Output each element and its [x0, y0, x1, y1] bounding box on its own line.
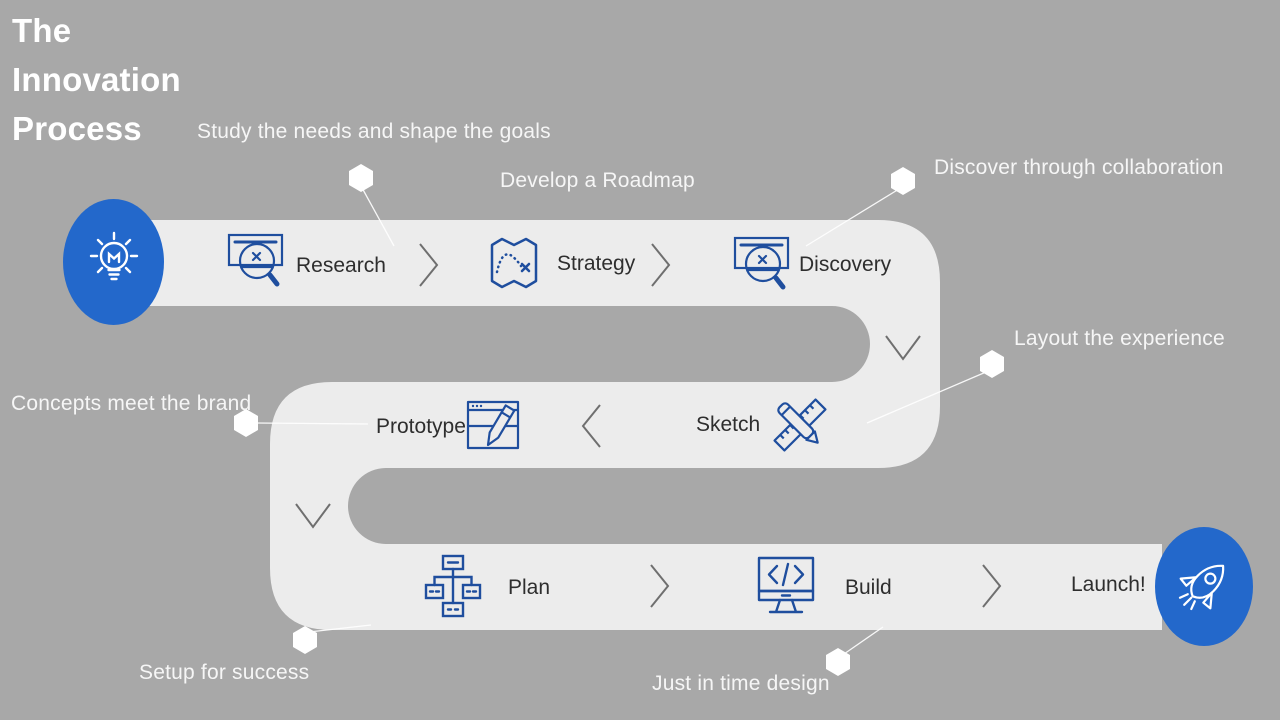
- hexagon-marker-study: [349, 164, 373, 192]
- annotation-setup: Setup for success: [139, 661, 310, 684]
- end-bubble: [1155, 527, 1253, 646]
- stage-label-sketch: Sketch: [696, 413, 761, 436]
- snake-ribbon-path: [112, 220, 1162, 630]
- rocket-icon: [1178, 564, 1225, 610]
- stage-label-research: Research: [296, 254, 386, 277]
- slide-title-line: The: [12, 12, 72, 49]
- leader-lines: [255, 185, 987, 655]
- stage-label-plan: Plan: [508, 576, 551, 599]
- chevron-down-icon: [295, 503, 331, 529]
- browser-pencil-icon: [466, 400, 520, 450]
- chevron-right-icon: [419, 243, 439, 287]
- annotation-roadmap: Develop a Roadmap: [500, 169, 695, 192]
- org-chart-icon: [424, 554, 482, 618]
- pencil-ruler-icon: [773, 398, 827, 452]
- chevron-left-icon: [581, 404, 601, 448]
- annotation-layout: Layout the experience: [1014, 327, 1225, 350]
- annotation-collaboration: Discover through collaboration: [934, 156, 1224, 179]
- hexagon-marker-concepts: [234, 409, 258, 437]
- slide-title-line: Process: [12, 110, 142, 147]
- stage-label-discovery: Discovery: [799, 253, 892, 276]
- annotation-justintime: Just in time design: [652, 672, 830, 695]
- leader-line-setup: [308, 624, 372, 633]
- document-search-icon: [227, 233, 284, 287]
- hexagon-markers: [234, 164, 1004, 676]
- stage-label-build: Build: [845, 576, 892, 599]
- annotation-concepts: Concepts meet the brand: [11, 392, 252, 415]
- leader-line-study: [360, 185, 395, 247]
- leader-line-discover: [805, 188, 900, 247]
- document-search-icon: [733, 236, 790, 290]
- leader-line-layout: [866, 371, 987, 424]
- slide-title-line: Innovation: [12, 61, 181, 98]
- monitor-code-icon: [757, 556, 815, 614]
- chevron-right-icon: [982, 564, 1002, 608]
- leader-line-justintime: [843, 626, 884, 655]
- start-bubble: [63, 199, 164, 325]
- treasure-map-icon: [490, 237, 538, 289]
- stage-label-prototype: Prototype: [376, 415, 466, 438]
- chevron-right-icon: [650, 564, 670, 608]
- chevron-right-icon: [651, 243, 671, 287]
- leader-line-concepts: [255, 422, 369, 425]
- hexagon-marker-layout: [980, 350, 1004, 378]
- slide-title: The Innovation Process: [12, 6, 181, 153]
- chevron-down-icon: [885, 335, 921, 361]
- hexagon-marker-justintime: [826, 648, 850, 676]
- annotation-study-needs: Study the needs and shape the goals: [197, 120, 551, 143]
- stage-label-launch: Launch!: [1071, 573, 1146, 596]
- hexagon-marker-setup: [293, 626, 317, 654]
- hexagon-marker-discover: [891, 167, 915, 195]
- flow-chevrons: [295, 243, 1002, 608]
- stage-label-strategy: Strategy: [557, 252, 636, 275]
- lightbulb-icon: [89, 231, 138, 281]
